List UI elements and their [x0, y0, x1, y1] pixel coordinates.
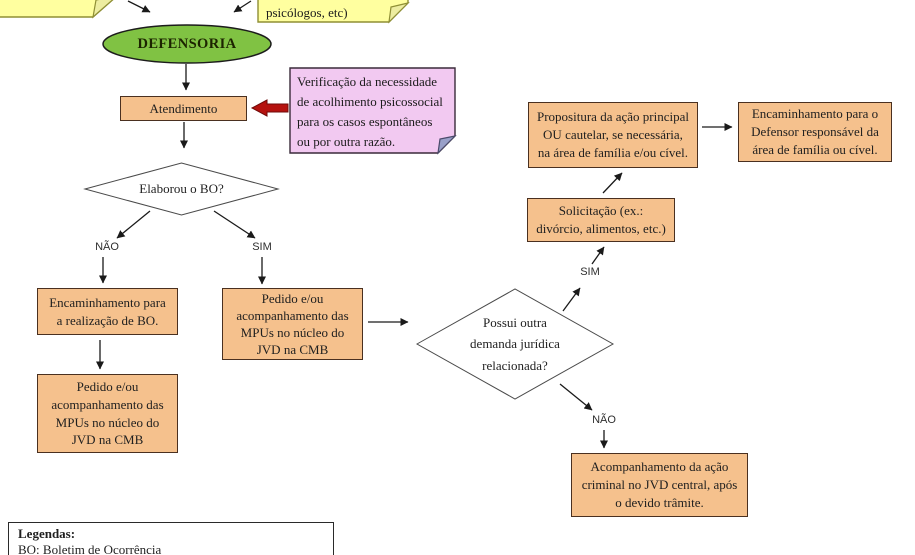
legend-title: Legendas: [18, 526, 76, 541]
arrow-decision1-to-sim [213, 210, 256, 239]
node-acompanhamento-criminal: Acompanhamento da ação criminal no JVD c… [571, 453, 748, 517]
sticky-note-top-right-fold-icon [388, 1, 410, 24]
sticky-note-verification-fold-icon [437, 135, 457, 155]
node-pedido-mpu-centro: Pedido e/ou acompanhamento das MPUs no n… [222, 288, 363, 360]
legend-line-bo: BO: Boletim de Ocorrência [18, 542, 162, 555]
red-callout-arrow-icon [250, 99, 289, 117]
arrow-sim-to-solicitacao [591, 246, 605, 265]
branch-label-d2-nao: NÃO [592, 414, 616, 426]
arrow-decision2-to-sim [562, 287, 581, 312]
node-propositura: Propositura da ação principal OU cautela… [528, 102, 698, 168]
branch-label-d1-nao: NÃO [95, 241, 119, 253]
sticky-note-top-right-text: psicólogos, etc) [266, 5, 348, 20]
arrow-solicitacao-to-propositura [602, 172, 623, 194]
decision-elaborou-bo-diamond [83, 162, 280, 216]
arrow-into-defensoria-right [233, 0, 252, 13]
decision-possui-demanda-diamond [415, 288, 615, 400]
node-defensor: Encaminhamento para o Defensor responsáv… [738, 102, 892, 162]
decision-possui-demanda-label: Possui outra demanda jurídica relacionad… [470, 315, 560, 373]
legend-box: Legendas: BO: Boletim de Ocorrência [8, 522, 334, 555]
sticky-note-verification-text: Verificação da necessidade de acolhiment… [297, 74, 443, 149]
node-atendimento: Atendimento [120, 96, 247, 121]
node-pedido-mpu-esq: Pedido e/ou acompanhamento das MPUs no n… [37, 374, 178, 453]
arrow-decision2-to-nao [559, 383, 593, 411]
sticky-note-top-left-fold-icon [92, 0, 114, 19]
branch-label-d2-sim: SIM [580, 266, 600, 278]
start-ellipse [102, 24, 272, 64]
decision-elaborou-bo-label: Elaborou o BO? [139, 181, 224, 197]
node-solicitacao: Solicitação (ex.: divórcio, alimentos, e… [527, 198, 675, 242]
branch-label-d1-sim: SIM [252, 241, 272, 253]
arrow-decision1-to-nao [116, 210, 151, 239]
start-ellipse-label: DEFENSORIA [137, 36, 237, 52]
arrow-into-defensoria-left [127, 0, 151, 13]
node-encaminhamento-bo: Encaminhamento para a realização de BO. [37, 288, 178, 335]
